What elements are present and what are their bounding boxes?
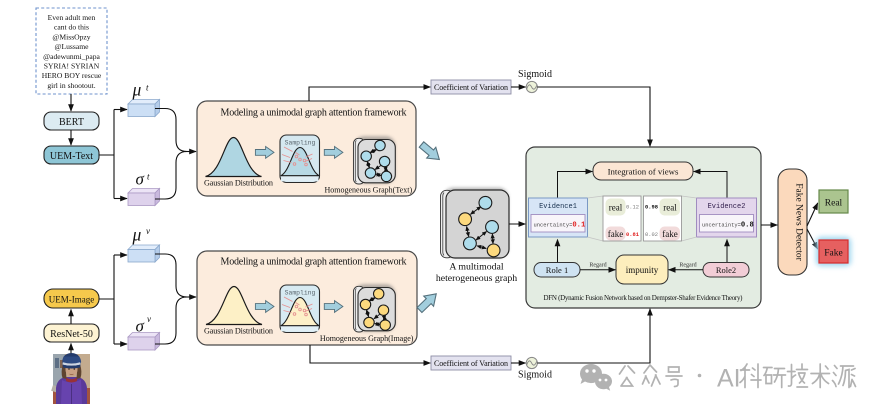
- svg-text:BERT: BERT: [59, 117, 84, 128]
- svg-text:UEM-Image: UEM-Image: [49, 295, 94, 305]
- svg-text:real: real: [609, 203, 623, 213]
- svg-text:@Lussame: @Lussame: [55, 42, 90, 51]
- svg-text:t: t: [146, 83, 149, 93]
- svg-text:DFN (Dynamic Fusion Network ba: DFN (Dynamic Fusion Network based on Dem…: [544, 294, 744, 302]
- svg-text:fake: fake: [608, 229, 624, 239]
- svg-text:Homogeneous Graph(Text): Homogeneous Graph(Text): [324, 185, 412, 194]
- svg-text:heterogeneous graph: heterogeneous graph: [436, 273, 517, 284]
- svg-text:Sampling: Sampling: [285, 290, 316, 297]
- svg-text:Coefficient of Variation: Coefficient of Variation: [434, 359, 508, 368]
- svg-text:Coefficient of Variation: Coefficient of Variation: [434, 83, 508, 92]
- svg-text:v: v: [146, 226, 150, 236]
- svg-text:Sigmoid: Sigmoid: [518, 370, 552, 381]
- svg-text:v: v: [147, 314, 151, 324]
- svg-text:Integration of views: Integration of views: [608, 167, 679, 177]
- svg-text:@adewunmi_papa: @adewunmi_papa: [43, 52, 100, 61]
- svg-text:Gaussian Distribution: Gaussian Distribution: [204, 179, 273, 188]
- svg-text:Modeling a unimodal graph atte: Modeling a unimodal graph attention fram…: [221, 257, 407, 268]
- svg-text:Sigmoid: Sigmoid: [518, 69, 552, 80]
- svg-text:Role 1: Role 1: [546, 265, 568, 275]
- svg-text:Homogeneous Graph(Image): Homogeneous Graph(Image): [320, 334, 414, 343]
- svg-text:Regard: Regard: [679, 263, 696, 269]
- svg-text:Regard: Regard: [589, 263, 606, 269]
- svg-text:girl in shootout.: girl in shootout.: [47, 81, 95, 90]
- svg-text:σ: σ: [136, 170, 145, 189]
- svg-text:Real: Real: [825, 199, 843, 209]
- svg-text:t: t: [147, 172, 150, 182]
- svg-text:cant do this: cant do this: [54, 23, 89, 32]
- svg-text:@MissOpzy: @MissOpzy: [52, 32, 90, 41]
- svg-text:real: real: [663, 203, 677, 213]
- svg-text:A multimodal: A multimodal: [449, 262, 503, 273]
- svg-text:Fake News Detector: Fake News Detector: [794, 183, 804, 261]
- svg-text:Role2: Role2: [716, 265, 736, 275]
- svg-text:UEM-Text: UEM-Text: [50, 151, 93, 162]
- svg-text:μ: μ: [132, 225, 142, 245]
- svg-text:0.02: 0.02: [645, 232, 658, 238]
- svg-text:μ: μ: [132, 80, 142, 100]
- svg-text:Fake: Fake: [824, 249, 842, 259]
- svg-text:Gaussian Distribution: Gaussian Distribution: [204, 327, 273, 336]
- svg-text:uncertainty=0.1: uncertainty=0.1: [534, 222, 586, 230]
- svg-text:Evidence2: Evidence2: [708, 203, 746, 211]
- svg-text:Evidence1: Evidence1: [539, 203, 577, 211]
- svg-text:fake: fake: [662, 229, 678, 239]
- svg-text:ResNet-50: ResNet-50: [50, 329, 93, 340]
- svg-text:0.81: 0.81: [626, 232, 639, 238]
- svg-text:SYRIA! SYRIAN: SYRIA! SYRIAN: [44, 62, 100, 71]
- svg-text:σ: σ: [136, 317, 145, 336]
- svg-text:Modeling a unimodal graph atte: Modeling a unimodal graph attention fram…: [221, 108, 407, 119]
- svg-text:0.98: 0.98: [645, 205, 658, 211]
- svg-text:HERO BOY rescue: HERO BOY rescue: [42, 71, 102, 80]
- svg-text:Sampling: Sampling: [285, 140, 316, 147]
- svg-text:impunity: impunity: [626, 265, 659, 275]
- svg-text:0.12: 0.12: [626, 205, 639, 211]
- svg-text:Even adult men: Even adult men: [48, 13, 96, 22]
- svg-text:uncertainty=0.8: uncertainty=0.8: [702, 222, 754, 230]
- svg-text:AI: AI: [717, 365, 741, 393]
